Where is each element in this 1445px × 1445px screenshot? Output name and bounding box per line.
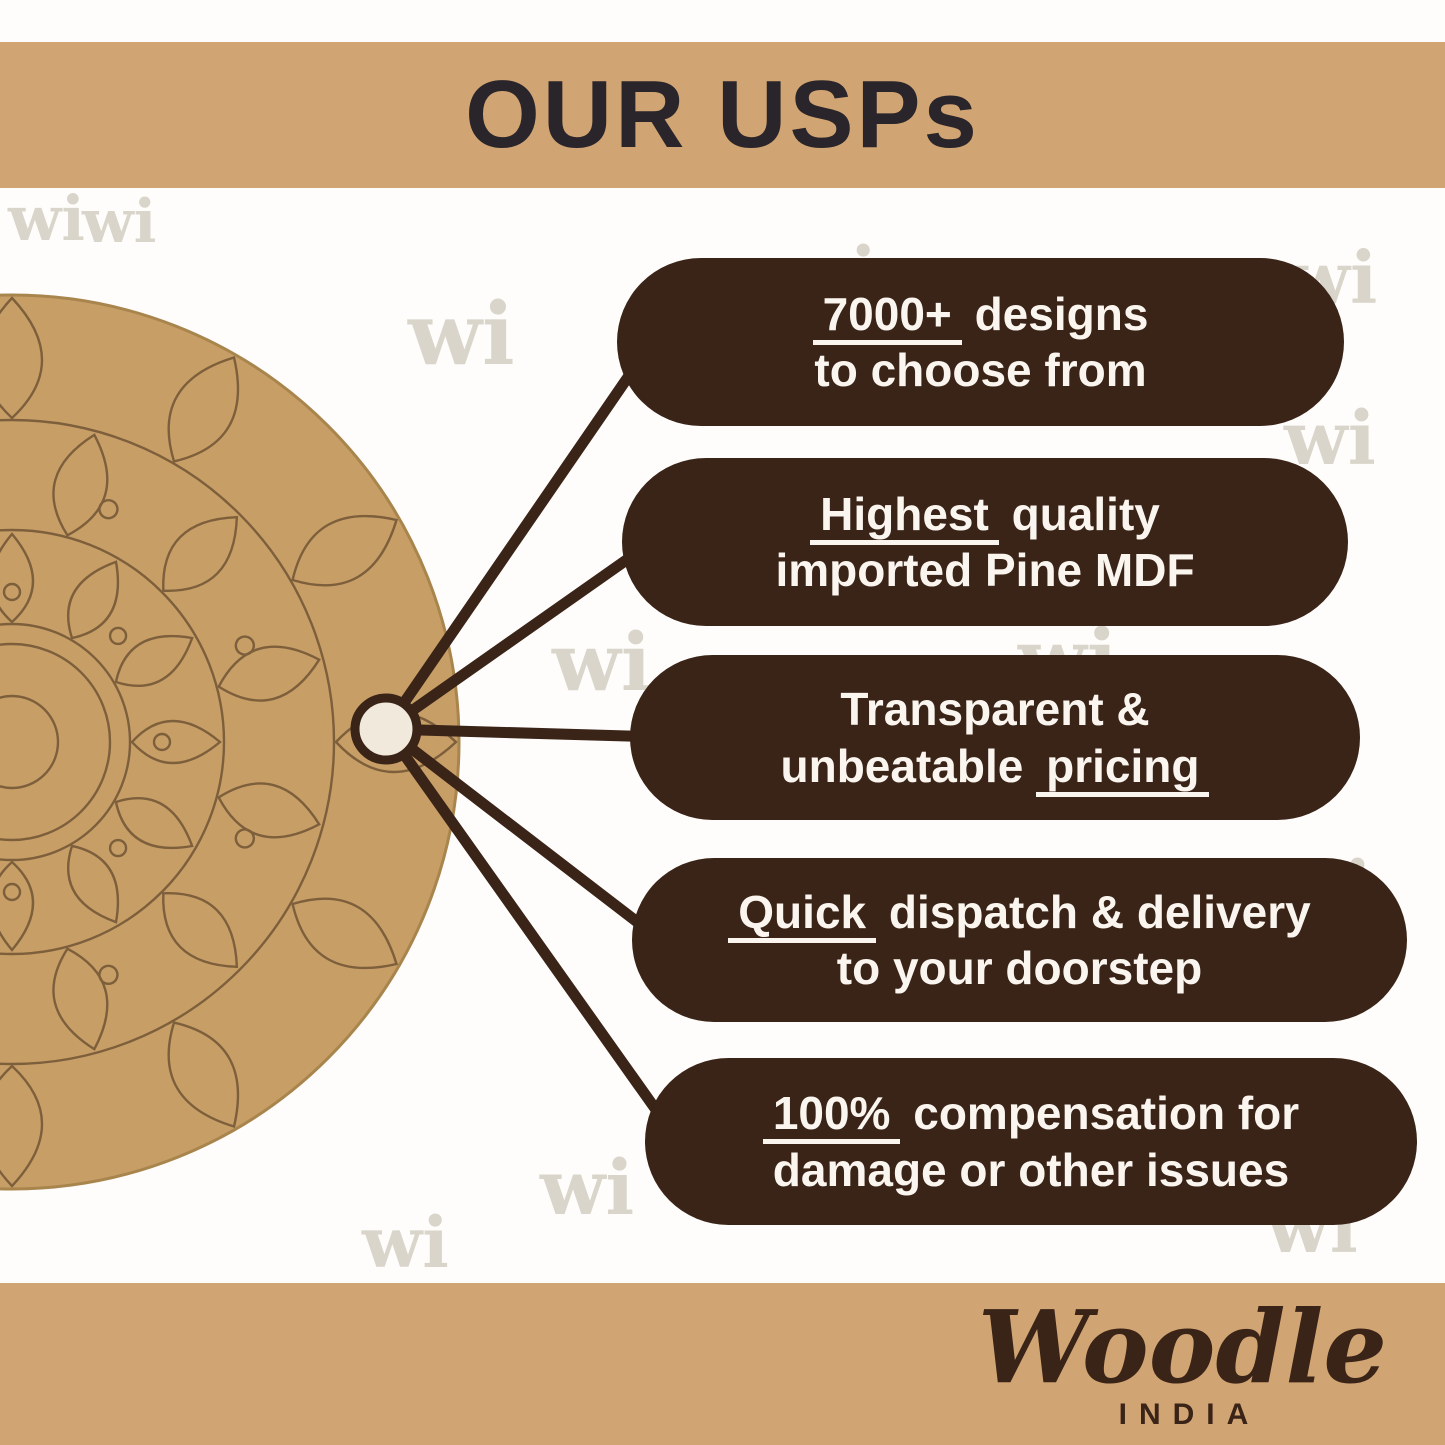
watermark-wi: wi: [408, 284, 515, 385]
usp-text: to your doorstep: [836, 942, 1203, 994]
usp-pill-compensation: 100% compensation for damage or other is…: [645, 1058, 1417, 1225]
usp-text: dispatch & delivery: [876, 885, 1311, 938]
page-title: OUR USPs: [465, 61, 980, 168]
usp-pill-pricing: Transparent & unbeatable pricing: [630, 655, 1360, 820]
usp-line2: unbeatable pricing: [780, 738, 1210, 797]
watermark-wi: wi: [540, 1143, 635, 1232]
usp-line1: 100% compensation for: [762, 1085, 1300, 1145]
watermark-wi: wi: [362, 1201, 449, 1284]
watermark-wi: wi: [8, 182, 85, 255]
watermark-wi: wi: [552, 615, 652, 709]
brand-country: INDIA: [1118, 1398, 1261, 1431]
usp-underlined-text: Quick: [728, 885, 877, 943]
usp-line1: Transparent &: [840, 681, 1149, 737]
usp-line1: Highest quality: [810, 486, 1160, 545]
usp-line1: 7000+ designs: [812, 286, 1149, 345]
usp-line1: Quick dispatch & delivery: [728, 884, 1311, 943]
connector-lines: [380, 342, 682, 1144]
usp-text: unbeatable: [780, 739, 1037, 792]
footer-band: [0, 1283, 1445, 1445]
usp-text: designs: [961, 287, 1149, 340]
watermark-wi: wi: [82, 187, 157, 257]
usp-pill-quality: Highest quality imported Pine MDF: [622, 458, 1348, 626]
usp-pill-designs: 7000+ designs to choose from: [617, 258, 1344, 426]
usp-text: quality: [998, 487, 1160, 540]
usp-text: damage or other issues: [772, 1143, 1290, 1196]
usp-text: compensation for: [900, 1087, 1300, 1140]
usp-underlined-text: Highest: [810, 487, 999, 545]
usp-line2: imported Pine MDF: [775, 542, 1194, 598]
usp-underlined-text: 7000+: [812, 287, 962, 345]
header-band: OUR USPs: [0, 42, 1445, 188]
usp-text: Transparent &: [840, 683, 1150, 736]
usp-line2: to choose from: [814, 342, 1146, 398]
usp-text: to choose from: [814, 344, 1147, 396]
hub-node: [350, 693, 422, 765]
usp-underlined-text: pricing: [1036, 739, 1210, 797]
brand-name: Woodle: [977, 1288, 1387, 1406]
usp-line2: to your doorstep: [837, 940, 1202, 996]
usp-underlined-text: 100%: [762, 1087, 901, 1145]
usp-line2: damage or other issues: [773, 1142, 1289, 1198]
usp-text: imported Pine MDF: [775, 544, 1195, 596]
brand-logo: Woodle INDIA: [978, 1296, 1387, 1432]
mandala-mdf-cutout: [0, 293, 461, 1191]
usp-pill-dispatch: Quick dispatch & delivery to your doorst…: [632, 858, 1407, 1022]
mandala-linework: [0, 296, 458, 1188]
